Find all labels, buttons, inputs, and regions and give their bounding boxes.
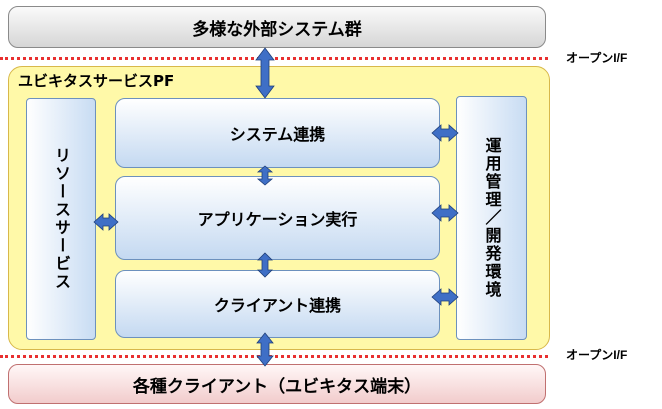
resource-service-label: リソースサービス [52, 147, 71, 291]
arrow-application-to-client [257, 252, 273, 278]
external-systems-bar: 多様な外部システム群 [8, 6, 546, 48]
arrow-system-to-ops [431, 124, 459, 142]
arrow-external-to-system [255, 47, 275, 99]
operations-dev-box: 運用管理／開発環境 [456, 96, 527, 340]
clients-bar: 各種クライアント（ユビキタス端末） [8, 364, 546, 404]
resource-service-box: リソースサービス [26, 98, 96, 340]
bottom-interface-line [0, 355, 548, 358]
platform-label: ユビキタスサービスPF [18, 72, 175, 90]
clients-label: 各種クライアント（ユビキタス端末） [132, 376, 422, 397]
operations-dev-label: 運用管理／開発環境 [482, 137, 502, 299]
arrow-client-to-ops [431, 288, 459, 306]
arrow-resource-to-application [93, 213, 119, 231]
client-integration-box: クライアント連携 [115, 270, 440, 338]
bottom-interface-label: オープンI/F [566, 348, 628, 362]
application-execution-box: アプリケーション実行 [115, 176, 440, 260]
external-systems-label: 多様な外部システム群 [192, 19, 362, 40]
arrow-application-to-ops [431, 204, 459, 222]
arrow-client-to-devices [256, 332, 274, 367]
arrow-system-to-application [256, 165, 274, 186]
system-integration-label: システム連携 [229, 125, 326, 144]
top-interface-line [0, 57, 548, 60]
top-interface-label: オープンI/F [566, 51, 628, 65]
client-integration-label: クライアント連携 [213, 296, 342, 315]
system-integration-box: システム連携 [115, 98, 440, 168]
application-execution-label: アプリケーション実行 [197, 210, 358, 229]
